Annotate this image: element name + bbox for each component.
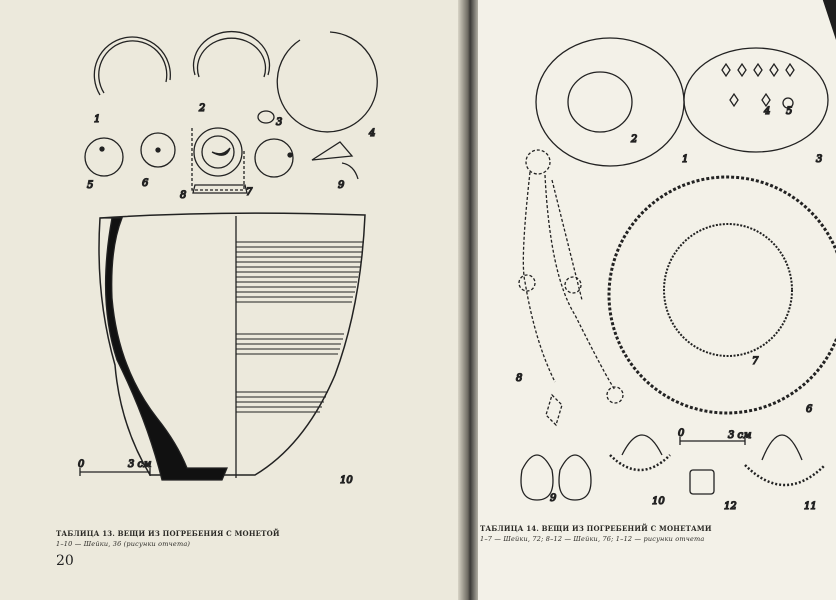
plate-14-drawings: 0 3 см 1 2 3 4 5 6 7 8 9 10 11 12 [515, 37, 836, 513]
pendant-9 [311, 141, 354, 161]
scale-length: 3 см [128, 459, 151, 470]
neck-ring-1 [535, 37, 685, 167]
page-number: 20 [56, 553, 74, 569]
figure-label: 6 [142, 178, 149, 189]
ring-8 [191, 127, 248, 194]
figure-label: 10 [652, 496, 665, 507]
crescent-pendant-10 [609, 434, 671, 472]
caption-title: ТАБЛИЦА 13. ВЕЩИ ИЗ ПОГРЕБЕНИЯ С МОНЕТОЙ [56, 529, 280, 538]
bead-5 [782, 97, 794, 109]
figure-label: 2 [198, 103, 205, 114]
figure-label: 11 [804, 501, 817, 512]
ring-12 [689, 469, 715, 495]
ring-5 [84, 137, 124, 177]
bracelet-2 [192, 30, 271, 78]
figure-label: 4 [368, 128, 375, 139]
figure-label: 8 [180, 190, 186, 201]
scale-zero: 0 [78, 459, 85, 470]
torc-6 [607, 175, 836, 415]
necklace-7 [663, 223, 793, 357]
ring-6 [140, 132, 176, 168]
pot-10 [98, 212, 366, 481]
left-page: 0 3 см 1 2 3 4 5 6 7 8 9 10 ТАБЛИЦА 13. … [0, 0, 464, 600]
figure-label: 9 [338, 180, 345, 191]
figure-label: 5 [786, 106, 792, 117]
bead-3 [257, 110, 275, 124]
scale-length: 3 см [728, 430, 751, 441]
figure-label: 3 [816, 154, 822, 165]
beads-4 [721, 62, 795, 108]
figure-label: 1 [94, 114, 100, 125]
neck-ring-3 [683, 47, 829, 153]
crescent-pendant-11 [744, 434, 826, 487]
bracelet-1 [93, 36, 171, 96]
right-page: 0 3 см 1 2 3 4 5 6 7 8 9 10 11 12 ТАБЛИЦ… [478, 0, 836, 600]
neck-ring-4 [276, 31, 378, 133]
figure-label: 6 [806, 404, 813, 415]
bell-pendant-9b [558, 454, 592, 501]
caption-subtitle: 1–7 — Шейки, 72; 8–12 — Шейки, 76; 1–12 … [480, 535, 705, 543]
caption-subtitle: 1–10 — Шейки, 36 (рисунки отчета) [56, 540, 191, 548]
bracelet-2 [567, 71, 633, 133]
figure-label: 4 [763, 106, 770, 117]
scale-zero: 0 [678, 428, 685, 439]
chain-pendant-8 [518, 149, 624, 427]
figure-label: 7 [752, 356, 759, 367]
figure-label: 3 [276, 117, 282, 128]
figure-label: 9 [550, 493, 557, 504]
figure-label: 5 [87, 180, 93, 191]
figure-label: 7 [246, 187, 253, 198]
figure-label: 2 [630, 134, 637, 145]
plate-13-drawings: 0 3 см 1 2 3 4 5 6 7 8 9 10 [77, 30, 378, 487]
bell-pendant-9a [520, 454, 554, 501]
figure-label: 10 [340, 475, 353, 486]
figure-label: 8 [516, 373, 522, 384]
scale-bar [679, 437, 746, 445]
ring-7 [254, 138, 294, 178]
book-gutter [458, 0, 480, 600]
figure-label: 1 [682, 154, 688, 165]
caption-title: ТАБЛИЦА 14. ВЕЩИ ИЗ ПОГРЕБЕНИЙ С МОНЕТАМ… [480, 524, 712, 533]
figure-label: 12 [724, 501, 737, 512]
scale-bar [79, 468, 151, 476]
